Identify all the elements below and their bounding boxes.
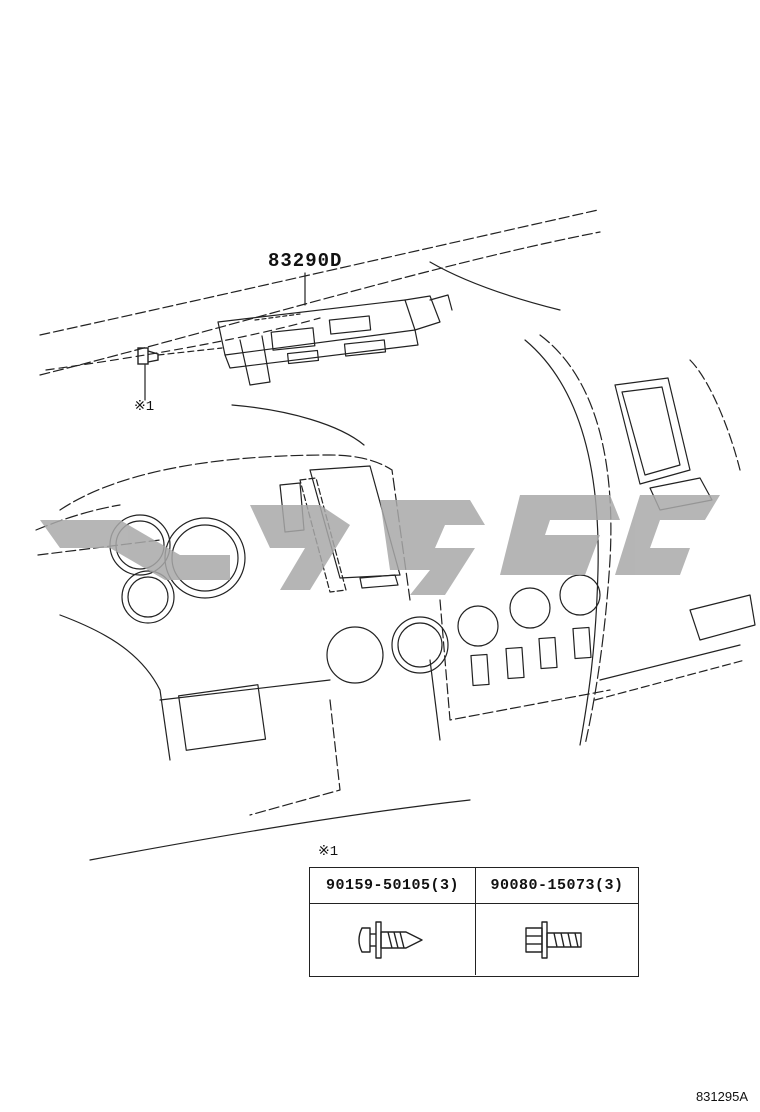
fastener-2-quantity: (3) [595,877,624,894]
dash-cover-line [45,317,321,371]
hex-bolt-icon [525,921,582,959]
drawing-number: 831295A [695,1089,748,1104]
screw-leader [157,347,223,356]
fastener-1-header: 90159-50105(3) [310,868,475,904]
main-part-number: 83290D [268,250,343,272]
fastener-2-part-number: 90080-15073 [490,877,595,894]
fastener-1-quantity: (3) [430,877,460,894]
knob-right [391,616,449,674]
tapping-screw-icon [358,921,423,959]
gauge-lower [121,570,175,624]
meter-hood [59,454,411,601]
dash-right-edge [539,334,612,746]
reference-mark: ※1 [134,399,155,415]
dash-top-edge [39,209,599,336]
left-lower-panel [178,684,267,751]
dash-top-edge-2 [39,231,601,376]
fastener-2-drawing [475,904,638,975]
right-vent [614,377,691,485]
table-reference-mark: ※1 [318,844,339,860]
display-unit [217,294,453,386]
glovebox [689,594,756,641]
fastener-table: 90159-50105(3) 90080-15073(3) [309,867,639,977]
fastener-1-drawing [310,904,475,975]
fastener-1-part-number: 90159-50105 [325,877,431,894]
knob-left [326,626,384,684]
watermark [40,495,720,595]
screw-icon [137,347,159,365]
fastener-2-header: 90080-15073(3) [475,868,638,904]
